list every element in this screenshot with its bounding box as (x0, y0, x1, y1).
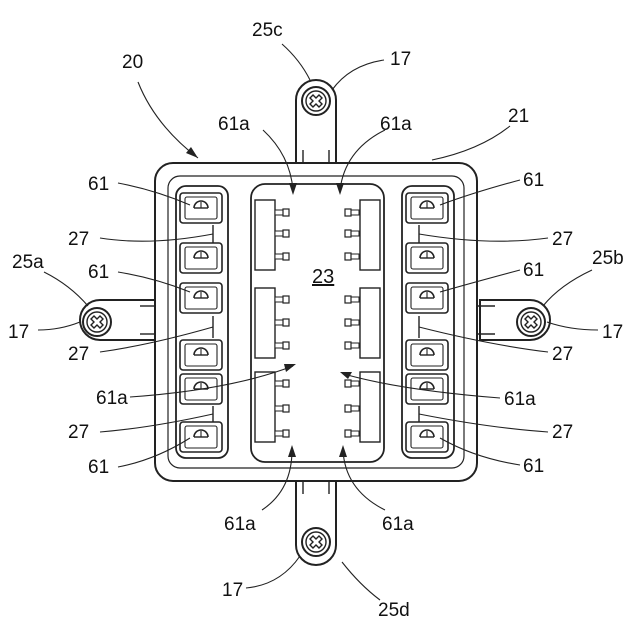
label-terminal-61a-top-right: 61a (380, 114, 412, 135)
center-relay-section: 23 (251, 184, 384, 462)
label-separator-27-right-3: 27 (552, 422, 573, 443)
screw-bottom (302, 528, 330, 556)
label-terminal-61a-top-left: 61a (218, 114, 250, 135)
label-separator-27-left-3: 27 (68, 422, 89, 443)
label-tab-25b: 25b (592, 248, 624, 269)
left-fuse-column (176, 186, 228, 458)
label-fuse-61-right-3: 61 (523, 456, 544, 477)
label-screw-17-left: 17 (8, 322, 29, 343)
label-separator-27-right-1: 27 (552, 229, 573, 250)
right-fuse-column (402, 186, 454, 458)
label-terminal-61a-mid-left: 61a (96, 388, 128, 409)
label-terminal-61a-bottom-left: 61a (224, 514, 256, 535)
label-fuse-61-right-2: 61 (523, 260, 544, 281)
screw-top (302, 87, 330, 115)
label-fuse-61-left-3: 61 (88, 457, 109, 478)
label-assembly-20: 20 (122, 52, 143, 73)
label-fuse-61-left-2: 61 (88, 262, 109, 283)
label-screw-17-right: 17 (602, 322, 623, 343)
label-tab-25a: 25a (12, 252, 44, 273)
label-housing-21: 21 (508, 106, 529, 127)
label-separator-27-left-1: 27 (68, 229, 89, 250)
label-tab-25c: 25c (252, 20, 283, 41)
label-terminal-61a-bottom-right: 61a (382, 514, 414, 535)
label-tab-25d: 25d (378, 600, 410, 621)
label-screw-17-bottom: 17 (222, 580, 243, 601)
label-fuse-61-left-1: 61 (88, 174, 109, 195)
label-separator-27-right-2: 27 (552, 344, 573, 365)
screw-left (83, 308, 111, 336)
center-section-label: 23 (312, 266, 334, 288)
label-screw-17-top: 17 (390, 49, 411, 70)
label-terminal-61a-mid-right: 61a (504, 389, 536, 410)
screw-right (517, 308, 545, 336)
label-separator-27-left-2: 27 (68, 344, 89, 365)
label-fuse-61-right-1: 61 (523, 170, 544, 191)
